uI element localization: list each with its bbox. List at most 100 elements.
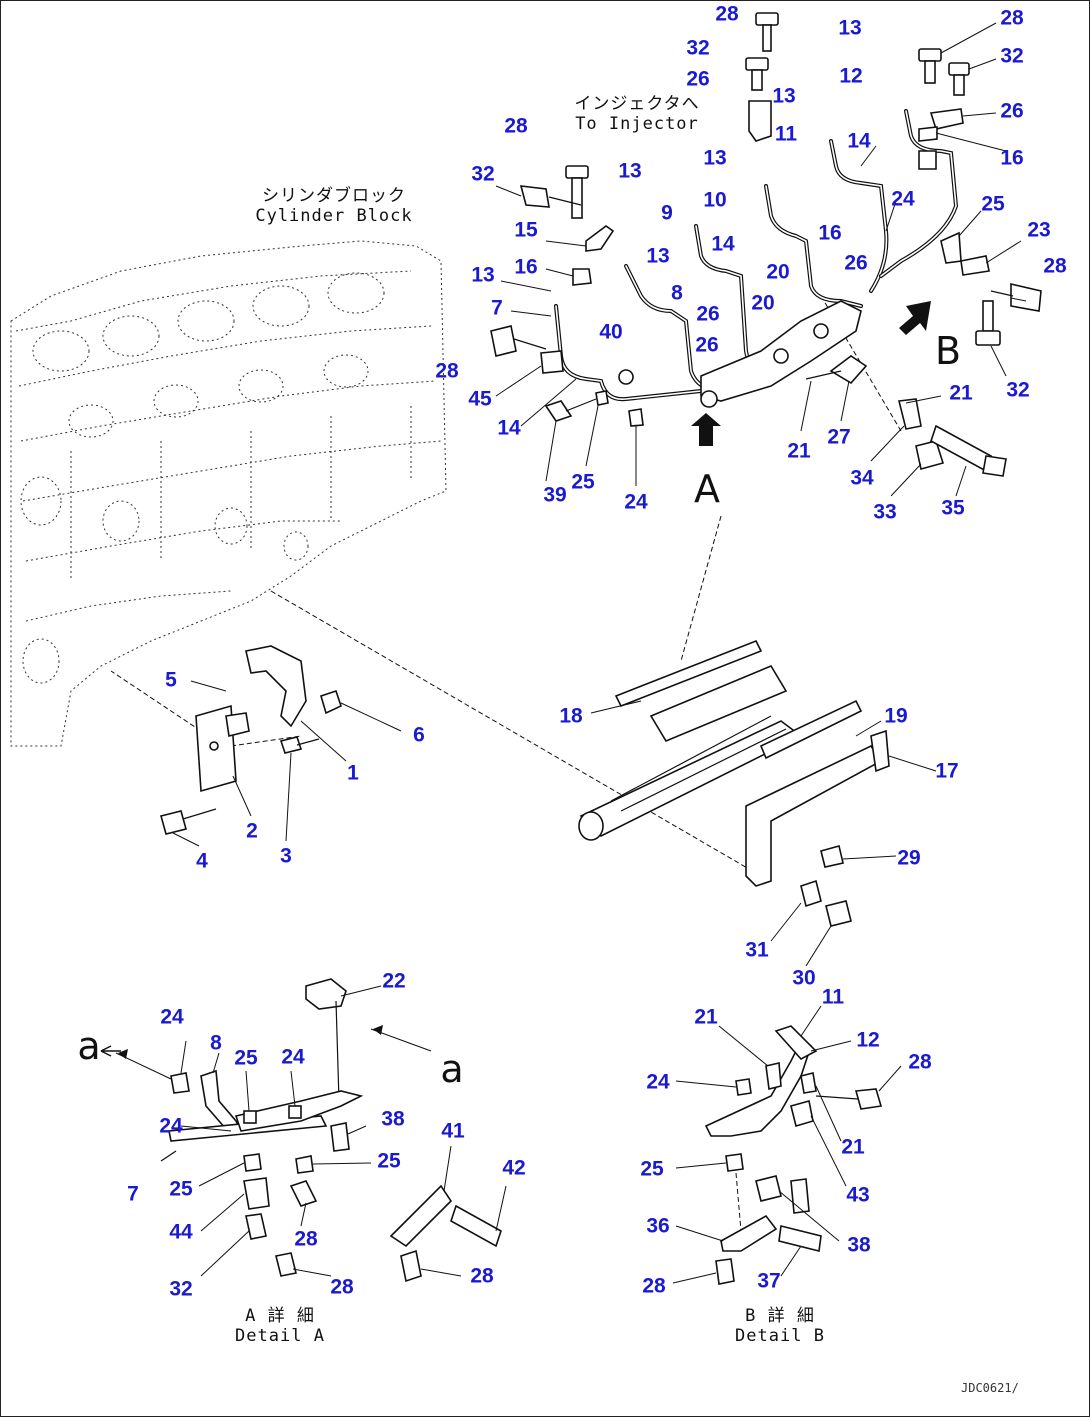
detail-a-caption-en: Detail A xyxy=(235,1325,325,1346)
callout-label: 8 xyxy=(671,281,683,305)
callout-label: 44 xyxy=(169,1220,193,1244)
callout-label: 32 xyxy=(169,1277,193,1301)
callout-label: 28 xyxy=(294,1227,318,1251)
callout-label: 27 xyxy=(827,425,851,449)
detail-a-drawing xyxy=(100,978,502,1283)
callout-label: 22 xyxy=(382,969,406,993)
view-b-marker: B xyxy=(934,329,962,373)
callout-label: 45 xyxy=(468,387,492,411)
callout-label: 14 xyxy=(497,416,521,440)
callout-label: 19 xyxy=(884,704,908,728)
callout-label: 38 xyxy=(381,1107,405,1131)
callout-label: 13 xyxy=(646,244,670,268)
callout-label: 24 xyxy=(646,1070,670,1094)
callout-label: 28 xyxy=(908,1050,932,1074)
callout-label: 26 xyxy=(686,67,710,91)
callout-label: 26 xyxy=(696,302,720,326)
callout-label: 28 xyxy=(330,1275,354,1299)
callout-label: 16 xyxy=(818,221,842,245)
callout-label: 37 xyxy=(757,1269,781,1293)
callout-label: 14 xyxy=(847,129,871,153)
callout-label: 16 xyxy=(1000,146,1024,170)
callout-label: 17 xyxy=(935,759,959,783)
callout-label: 32 xyxy=(471,162,495,186)
callout-label: 20 xyxy=(766,260,790,284)
callout-label: 38 xyxy=(847,1233,871,1257)
cylinder-block xyxy=(10,240,447,747)
callout-label: 39 xyxy=(543,483,567,507)
callout-label: 42 xyxy=(502,1156,526,1180)
callout-label: 13 xyxy=(772,84,796,108)
callout-label: 25 xyxy=(981,192,1005,216)
callout-label: 7 xyxy=(491,296,503,320)
callout-label: 24 xyxy=(891,187,915,211)
callout-label: 31 xyxy=(745,938,769,962)
drawing-code: JDC0621/ xyxy=(961,1381,1019,1395)
callout-label: 28 xyxy=(642,1274,666,1298)
callout-label: 26 xyxy=(695,333,719,357)
cylinder-block-caption-en: Cylinder Block xyxy=(255,205,413,226)
mounting-bracket xyxy=(160,645,342,835)
callout-label: 36 xyxy=(646,1214,670,1238)
callout-label: 6 xyxy=(413,723,425,747)
to-injector-caption-en: To Injector xyxy=(575,113,699,134)
callout-label: 25 xyxy=(571,470,595,494)
view-a-marker: A xyxy=(694,467,720,511)
callout-label: 23 xyxy=(1027,218,1051,242)
detail-b-caption: B 詳 細 Detail B xyxy=(735,1306,825,1346)
callout-label: 11 xyxy=(774,122,798,146)
callout-label: 2 xyxy=(246,819,258,843)
callout-label: 20 xyxy=(751,291,775,315)
callout-label: 28 xyxy=(1043,254,1067,278)
callout-label: 16 xyxy=(514,255,538,279)
callout-label: 12 xyxy=(839,64,863,88)
callout-label: 24 xyxy=(160,1005,184,1029)
callout-label: 14 xyxy=(711,232,735,256)
callout-label: 41 xyxy=(441,1119,465,1143)
cylinder-block-caption: シリンダブロック Cylinder Block xyxy=(255,186,413,226)
callout-label: 28 xyxy=(435,359,459,383)
callout-label: 25 xyxy=(640,1157,664,1181)
callout-label: 10 xyxy=(703,188,727,212)
fuel-rail-assembly xyxy=(578,639,890,927)
callout-label: 28 xyxy=(715,2,739,26)
callout-label: 13 xyxy=(618,159,642,183)
callout-label: 21 xyxy=(787,439,811,463)
callout-label: 18 xyxy=(559,704,583,728)
callout-label: 9 xyxy=(661,201,673,225)
callout-label: 21 xyxy=(841,1135,865,1159)
callout-label: 30 xyxy=(792,966,816,990)
callout-label: 28 xyxy=(1000,6,1024,30)
callout-label: 40 xyxy=(599,320,623,344)
callout-label: 32 xyxy=(1006,378,1030,402)
callout-label: 13 xyxy=(838,16,862,40)
callout-label: 8 xyxy=(210,1031,222,1055)
callout-label: 25 xyxy=(377,1149,401,1173)
section-a-right-marker: a xyxy=(440,1047,464,1091)
callout-label: 29 xyxy=(897,846,921,870)
callout-label: 28 xyxy=(504,114,528,138)
to-injector-caption-jp: インジェクタへ xyxy=(574,94,700,114)
callout-label: 11 xyxy=(821,985,845,1009)
callout-label: 34 xyxy=(850,466,874,490)
callout-label: 24 xyxy=(159,1114,183,1138)
callout-leaders xyxy=(172,22,1027,1284)
callout-label: 28 xyxy=(470,1264,494,1288)
callout-label: 7 xyxy=(127,1182,139,1206)
callout-label: 21 xyxy=(694,1005,718,1029)
callout-label: 43 xyxy=(846,1183,870,1207)
callout-label: 5 xyxy=(165,668,177,692)
injection-pipes xyxy=(490,12,1042,477)
callout-label: 13 xyxy=(471,263,495,287)
detail-a-caption-jp: A 詳 細 xyxy=(245,1306,315,1326)
callout-label: 32 xyxy=(686,36,710,60)
detail-b-caption-en: Detail B xyxy=(735,1325,825,1346)
callout-label: 32 xyxy=(1000,44,1024,68)
callout-label: 12 xyxy=(856,1028,880,1052)
callout-label: 3 xyxy=(280,844,292,868)
callout-label: 15 xyxy=(514,218,538,242)
callout-label: 4 xyxy=(196,849,208,873)
callout-label: 24 xyxy=(281,1045,305,1069)
